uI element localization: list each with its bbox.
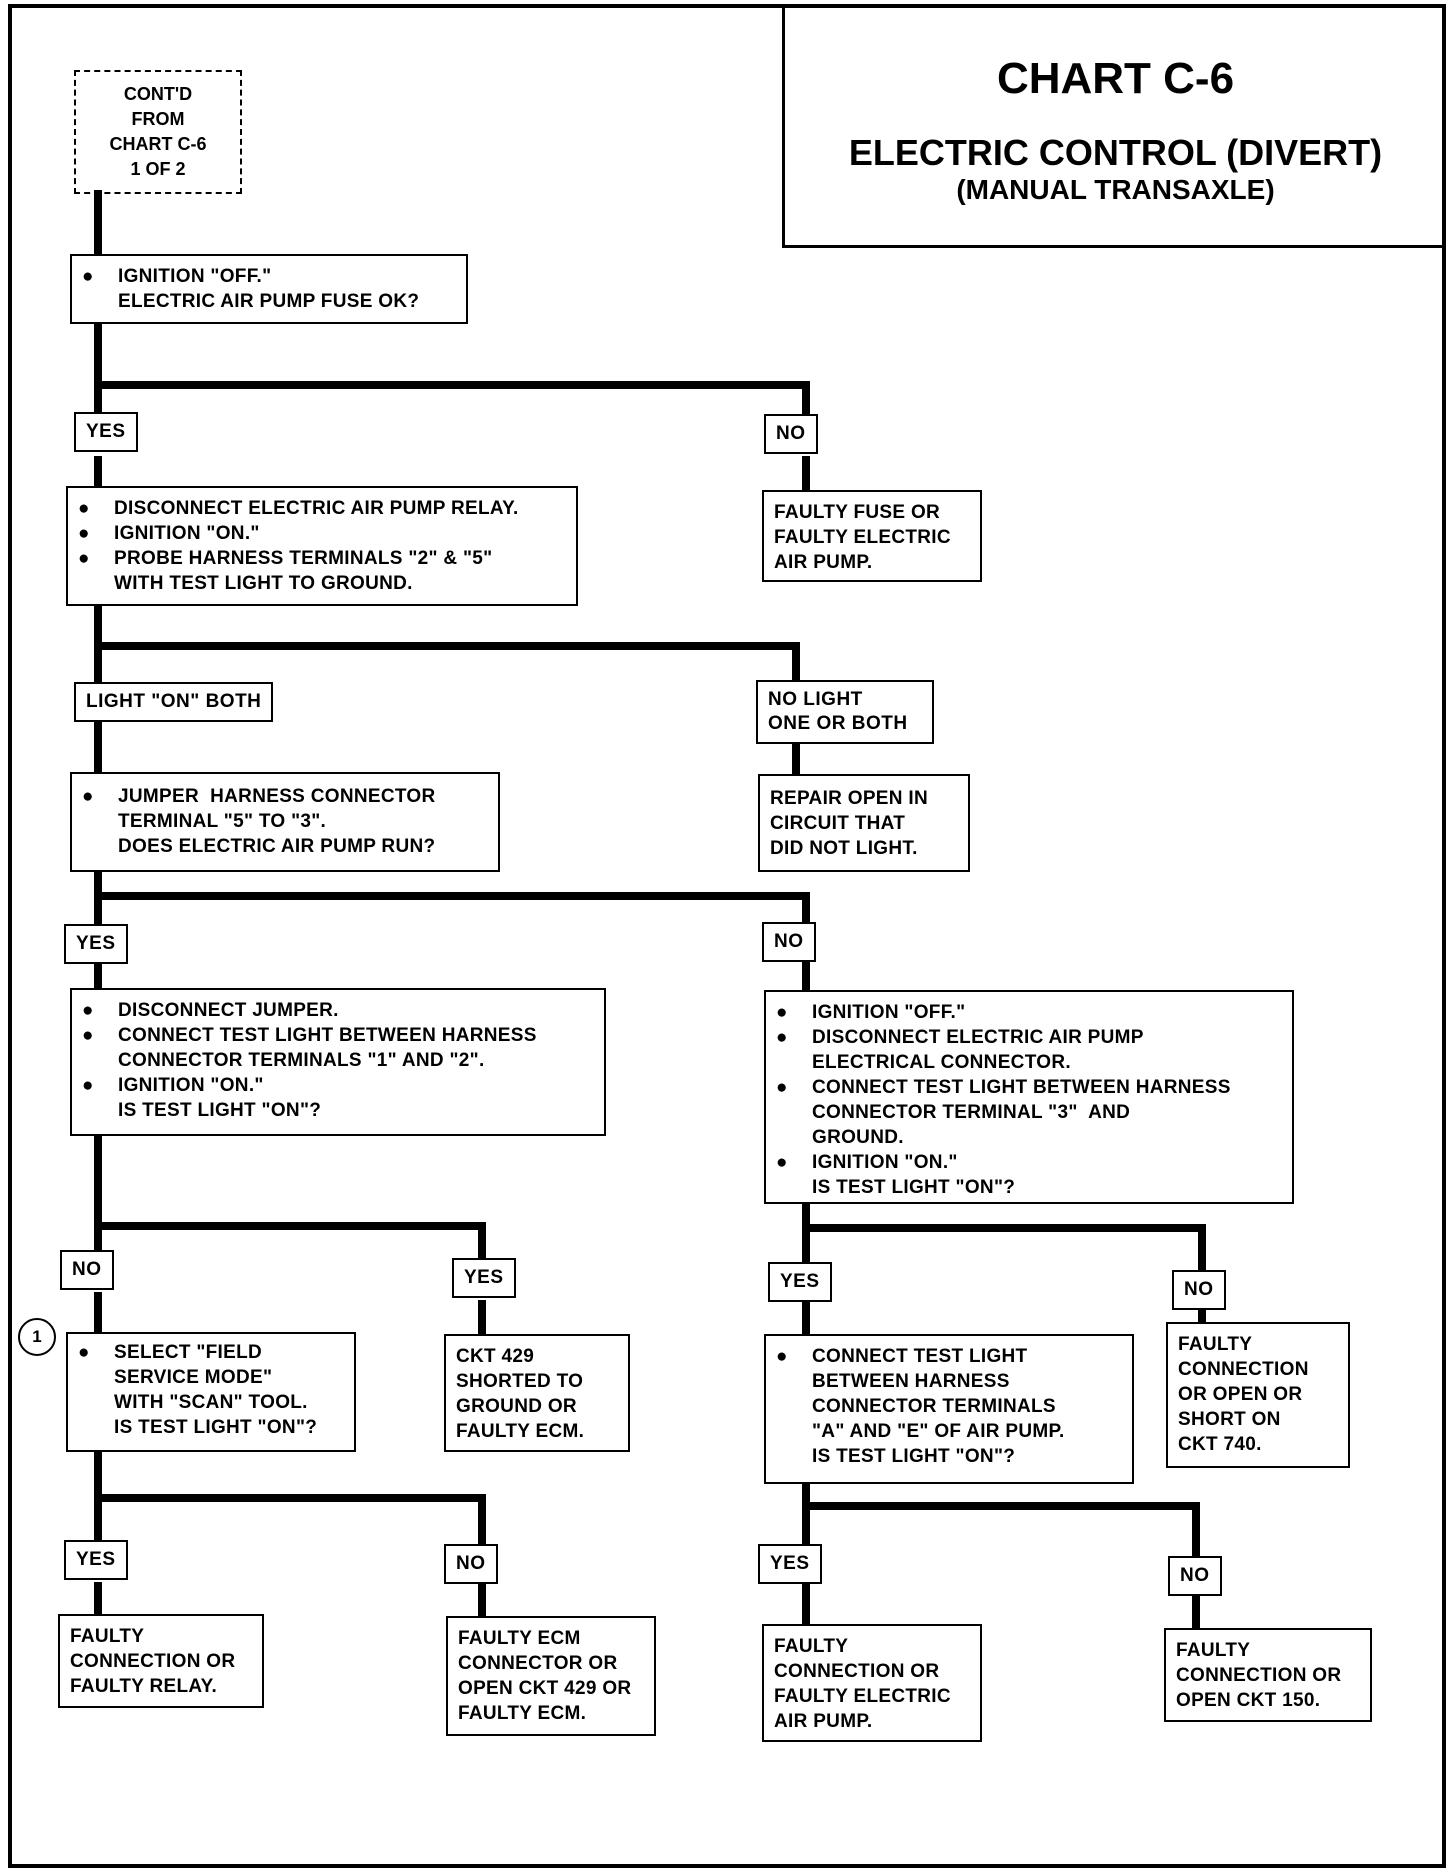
continued-line: 1 OF 2 bbox=[130, 159, 186, 179]
result-text: FAULTY FUSE OR FAULTY ELECTRIC AIR PUMP. bbox=[774, 502, 951, 573]
connector-line bbox=[94, 1494, 486, 1548]
page-frame bbox=[8, 4, 1446, 1868]
connector-line bbox=[94, 1222, 486, 1264]
result-ckt429-shorted: CKT 429 SHORTED TO GROUND OR FAULTY ECM. bbox=[444, 1334, 630, 1452]
no-label: NO bbox=[762, 922, 816, 962]
step-ignition-off-pump-connector: ●IGNITION "OFF." ●DISCONNECT ELECTRIC AI… bbox=[764, 990, 1294, 1204]
no-label: NO bbox=[444, 1544, 498, 1584]
yes-label: YES bbox=[64, 1540, 128, 1580]
continued-line: CHART C-6 bbox=[109, 134, 207, 154]
step-text: JUMPER HARNESS CONNECTOR TERMINAL "5" TO… bbox=[118, 786, 436, 857]
result-faulty-relay: FAULTY CONNECTION OR FAULTY RELAY. bbox=[58, 1614, 264, 1708]
continued-from-box: CONT'D FROM CHART C-6 1 OF 2 bbox=[74, 70, 242, 194]
result-repair-open: REPAIR OPEN IN CIRCUIT THAT DID NOT LIGH… bbox=[758, 774, 970, 872]
step-text: CONNECT TEST LIGHT BETWEEN HARNESS CONNE… bbox=[812, 1077, 1231, 1148]
continued-line: CONT'D bbox=[123, 84, 193, 104]
step-text: IGNITION "ON." IS TEST LIGHT "ON"? bbox=[812, 1152, 1016, 1198]
result-text: FAULTY CONNECTION OR FAULTY ELECTRIC AIR… bbox=[774, 1636, 951, 1732]
result-text: FAULTY CONNECTION OR OPEN OR SHORT ON CK… bbox=[1178, 1334, 1309, 1455]
step-text: PROBE HARNESS TERMINALS "2" & "5" WITH T… bbox=[114, 548, 493, 594]
step-jumper-connector: ●JUMPER HARNESS CONNECTOR TERMINAL "5" T… bbox=[70, 772, 500, 872]
step-ignition-off-fuse-check: ●IGNITION "OFF." ELECTRIC AIR PUMP FUSE … bbox=[70, 254, 468, 324]
title-block: CHART C-6 ELECTRIC CONTROL (DIVERT) (MAN… bbox=[782, 4, 1446, 248]
chart-subtitle: ELECTRIC CONTROL (DIVERT) bbox=[848, 132, 1383, 173]
continued-line: FROM bbox=[131, 109, 185, 129]
chart-title: CHART C-6 bbox=[996, 54, 1235, 103]
connector-line bbox=[94, 892, 810, 930]
step-text: IGNITION "OFF." bbox=[812, 1002, 966, 1023]
step-text: IGNITION "ON." IS TEST LIGHT "ON"? bbox=[118, 1075, 322, 1121]
step-text: CONNECT TEST LIGHT BETWEEN HARNESS CONNE… bbox=[118, 1025, 537, 1071]
light-on-both-label: LIGHT "ON" BOTH bbox=[74, 682, 274, 722]
step-text: IGNITION "OFF." ELECTRIC AIR PUMP FUSE O… bbox=[118, 266, 420, 312]
no-label: NO bbox=[1168, 1556, 1222, 1596]
connector-line bbox=[94, 642, 800, 686]
result-faulty-fuse: FAULTY FUSE OR FAULTY ELECTRIC AIR PUMP. bbox=[762, 490, 982, 582]
step-marker-circle: 1 bbox=[18, 1318, 56, 1356]
step-text: CONNECT TEST LIGHT BETWEEN HARNESS CONNE… bbox=[812, 1346, 1065, 1467]
result-text: FAULTY CONNECTION OR FAULTY RELAY. bbox=[70, 1626, 236, 1697]
no-label: NO bbox=[1172, 1270, 1226, 1310]
yes-label: YES bbox=[452, 1258, 516, 1298]
step-text: DISCONNECT JUMPER. bbox=[118, 1000, 339, 1021]
step-text: DISCONNECT ELECTRIC AIR PUMP RELAY. bbox=[114, 498, 519, 519]
result-faulty-ckt740: FAULTY CONNECTION OR OPEN OR SHORT ON CK… bbox=[1166, 1322, 1350, 1468]
result-text: REPAIR OPEN IN CIRCUIT THAT DID NOT LIGH… bbox=[770, 788, 928, 859]
result-faulty-ckt150: FAULTY CONNECTION OR OPEN CKT 150. bbox=[1164, 1628, 1372, 1722]
step-text: DISCONNECT ELECTRIC AIR PUMP ELECTRICAL … bbox=[812, 1027, 1144, 1073]
result-faulty-ecm: FAULTY ECM CONNECTOR OR OPEN CKT 429 OR … bbox=[446, 1616, 656, 1736]
step-disconnect-relay: ●DISCONNECT ELECTRIC AIR PUMP RELAY. ●IG… bbox=[66, 486, 578, 606]
yes-label: YES bbox=[74, 412, 138, 452]
yes-label: YES bbox=[64, 924, 128, 964]
chart-subsubtitle: (MANUAL TRANSAXLE) bbox=[956, 174, 1275, 205]
result-faulty-air-pump: FAULTY CONNECTION OR FAULTY ELECTRIC AIR… bbox=[762, 1624, 982, 1742]
step-disconnect-jumper: ●DISCONNECT JUMPER. ●CONNECT TEST LIGHT … bbox=[70, 988, 606, 1136]
step-text: SELECT "FIELD SERVICE MODE" WITH "SCAN" … bbox=[114, 1342, 318, 1438]
no-label: NO bbox=[764, 414, 818, 454]
step-connect-test-light-ae: ●CONNECT TEST LIGHT BETWEEN HARNESS CONN… bbox=[764, 1334, 1134, 1484]
no-label: NO bbox=[60, 1250, 114, 1290]
no-light-label: NO LIGHT ONE OR BOTH bbox=[756, 680, 934, 744]
step-field-service-mode: ●SELECT "FIELD SERVICE MODE" WITH "SCAN"… bbox=[66, 1332, 356, 1452]
result-text: CKT 429 SHORTED TO GROUND OR FAULTY ECM. bbox=[456, 1346, 585, 1442]
connector-line bbox=[94, 381, 810, 422]
step-text: IGNITION "ON." bbox=[114, 523, 260, 544]
yes-label: YES bbox=[768, 1262, 832, 1302]
result-text: FAULTY CONNECTION OR OPEN CKT 150. bbox=[1176, 1640, 1342, 1711]
result-text: FAULTY ECM CONNECTOR OR OPEN CKT 429 OR … bbox=[458, 1628, 632, 1724]
connector-line bbox=[802, 1224, 1206, 1274]
connector-line bbox=[802, 1502, 1200, 1560]
yes-label: YES bbox=[758, 1544, 822, 1584]
